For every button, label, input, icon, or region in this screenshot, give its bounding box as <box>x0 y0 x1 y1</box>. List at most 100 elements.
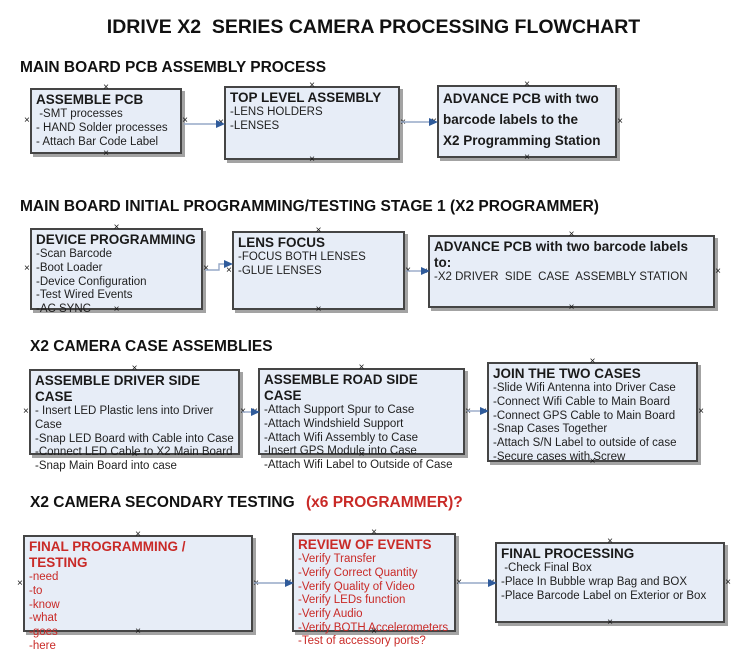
box-title: REVIEW OF EVENTS <box>298 537 432 552</box>
box-item: -Connect GPS Cable to Main Board <box>493 409 676 422</box>
box-item: -LENS HOLDERS <box>230 106 323 119</box>
anchor-mark <box>524 153 530 163</box>
connector-arrow <box>458 579 497 587</box>
box-item: - Attach Bar Code Label <box>36 135 159 148</box>
flow-box-advance-pcb-programming-station: ADVANCE PCB with two barcode labels to t… <box>437 85 617 158</box>
box-title: FINAL PROGRAMMING / TESTING <box>29 539 186 571</box>
box-item: -Attach Wifi Assembly to Case <box>264 431 419 444</box>
anchor-mark <box>607 618 613 628</box>
flow-box-advance-pcb-driver-side-station: ADVANCE PCB with two barcode labels to: … <box>428 235 715 308</box>
box-title: ASSEMBLE PCB <box>36 92 144 107</box>
anchor-mark <box>286 578 292 588</box>
anchor-mark <box>253 579 259 589</box>
anchor-mark <box>316 305 322 315</box>
box-items: -Slide Wifi Antenna into Driver Case-Con… <box>493 382 692 464</box>
anchor-mark <box>24 116 30 126</box>
box-item: -Attach Support Spur to Case <box>264 404 415 417</box>
anchor-mark <box>309 155 315 165</box>
box-item: -what <box>29 612 58 625</box>
section-heading-initial-programming: MAIN BOARD INITIAL PROGRAMMING/TESTING S… <box>20 198 599 215</box>
box-item: -Verify Audio <box>298 607 363 620</box>
box-title: ASSEMBLE DRIVER SIDE CASE <box>35 373 201 405</box>
flow-box-join-the-two-cases: JOIN THE TWO CASES -Slide Wifi Antenna i… <box>487 362 698 464</box>
box-item: -here <box>29 639 56 652</box>
box-item: -Attach Windshield Support <box>264 418 404 431</box>
section-heading-case-assemblies: X2 CAMERA CASE ASSEMBLIES <box>30 338 273 355</box>
box-item: -Connect LED Cable to X2 Main Board <box>35 446 233 459</box>
box-item: -Device Configuration <box>36 275 147 288</box>
connector-arrow <box>467 407 489 415</box>
anchor-mark <box>400 118 406 128</box>
box-item: -Verify Quality of Video <box>298 580 415 593</box>
box-item: -Verify Transfer <box>298 553 376 566</box>
anchor-mark <box>17 579 23 589</box>
box-item: -Scan Barcode <box>36 248 113 261</box>
flow-box-assemble-road-side-case: ASSEMBLE ROAD SIDE CASE -Attach Support … <box>258 368 465 471</box>
box-items: -FOCUS BOTH LENSES-GLUE LENSES <box>238 251 399 278</box>
box-item: -Check Final Box <box>501 562 592 575</box>
connector-arrow <box>406 267 430 275</box>
box-item: -Secure cases with Screw <box>493 450 626 463</box>
box-items: - Insert LED Plastic lens into Driver Ca… <box>35 405 234 473</box>
box-item: -Insert GPS Module into Case <box>264 445 417 458</box>
box-items: -Verify Transfer-Verify Correct Quantity… <box>298 553 450 649</box>
box-item: - Insert LED Plastic lens into Driver Ca… <box>35 405 217 432</box>
box-title: ADVANCE PCB with two barcode labels to: <box>434 239 689 271</box>
flow-box-final-programming-testing: FINAL PROGRAMMING / TESTING -need-to-kno… <box>23 535 253 652</box>
connector-arrow <box>401 118 438 126</box>
box-item: -Verify Correct Quantity <box>298 566 418 579</box>
flow-box-review-of-events: REVIEW OF EVENTS -Verify Transfer-Verify… <box>292 533 456 647</box>
anchor-mark <box>431 117 437 127</box>
anchor-mark <box>23 407 29 417</box>
anchor-mark <box>252 407 258 417</box>
box-item: -need <box>29 571 59 584</box>
section-heading-black-part: X2 CAMERA SECONDARY TESTING <box>30 494 299 511</box>
flow-box-final-processing: FINAL PROCESSING -Check Final Box-Place … <box>495 542 725 623</box>
box-item: -Snap Cases Together <box>493 423 608 436</box>
box-items: -Check Final Box-Place In Bubble wrap Ba… <box>501 562 719 603</box>
box-item: -Verify LEDs function <box>298 594 406 607</box>
box-item: -FOCUS BOTH LENSES <box>238 251 366 264</box>
anchor-mark <box>481 407 487 417</box>
anchor-mark <box>226 266 232 276</box>
box-item: -Test Wired Events <box>36 289 133 302</box>
box-item: -Test of accessory ports? <box>298 635 426 648</box>
anchor-mark <box>240 407 246 417</box>
box-title: LENS FOCUS <box>238 235 326 250</box>
box-item: -GLUE LENSES <box>238 264 322 277</box>
box-item: -SMT processes <box>36 108 123 121</box>
box-item: -Attach S/N Label to outside of case <box>493 436 677 449</box>
flow-box-assemble-driver-side-case: ASSEMBLE DRIVER SIDE CASE - Insert LED P… <box>29 369 240 472</box>
anchor-mark <box>218 118 224 128</box>
connector-arrow <box>205 260 233 271</box>
page-title: IDRIVE X2 SERIES CAMERA PROCESSING FLOWC… <box>106 16 641 38</box>
box-items: -LENS HOLDERS-LENSES <box>230 106 394 133</box>
box-item: -Boot Loader <box>36 261 103 274</box>
connector-arrow <box>254 579 294 587</box>
anchor-mark <box>182 116 188 126</box>
connector-arrow <box>184 120 225 128</box>
box-item: -Place Barcode Label on Exterior or Box <box>501 589 707 602</box>
box-item: -Snap LED Board with Cable into Case <box>35 432 234 445</box>
section-heading-secondary-testing: X2 CAMERA SECONDARY TESTING (x6 PROGRAMM… <box>30 494 463 512</box>
flow-box-assemble-pcb: ASSEMBLE PCB -SMT processes- HAND Solder… <box>30 88 182 154</box>
box-items: -need-to-know-what-goes-here <box>29 571 247 653</box>
anchor-mark <box>405 266 411 276</box>
box-title: DEVICE PROGRAMMING <box>36 232 196 247</box>
box-title: TOP LEVEL ASSEMBLY <box>230 90 382 105</box>
anchor-mark <box>103 149 109 159</box>
anchor-mark <box>203 264 209 274</box>
box-item: -AC SYNC <box>36 302 91 315</box>
box-item: -to <box>29 585 43 598</box>
box-title: ADVANCE PCB with two barcode labels to t… <box>443 91 601 148</box>
box-items: -Scan Barcode-Boot Loader-Device Configu… <box>36 248 197 316</box>
box-title: ASSEMBLE ROAD SIDE CASE <box>264 372 418 404</box>
anchor-mark <box>715 267 721 277</box>
box-item: -Place In Bubble wrap Bag and BOX <box>501 575 688 588</box>
anchor-mark <box>489 578 495 588</box>
anchor-mark <box>725 578 731 588</box>
anchor-mark <box>24 264 30 274</box>
anchor-mark <box>422 267 428 277</box>
box-item: -goes <box>29 626 58 639</box>
flow-box-lens-focus: LENS FOCUS -FOCUS BOTH LENSES-GLUE LENSE… <box>232 231 405 310</box>
